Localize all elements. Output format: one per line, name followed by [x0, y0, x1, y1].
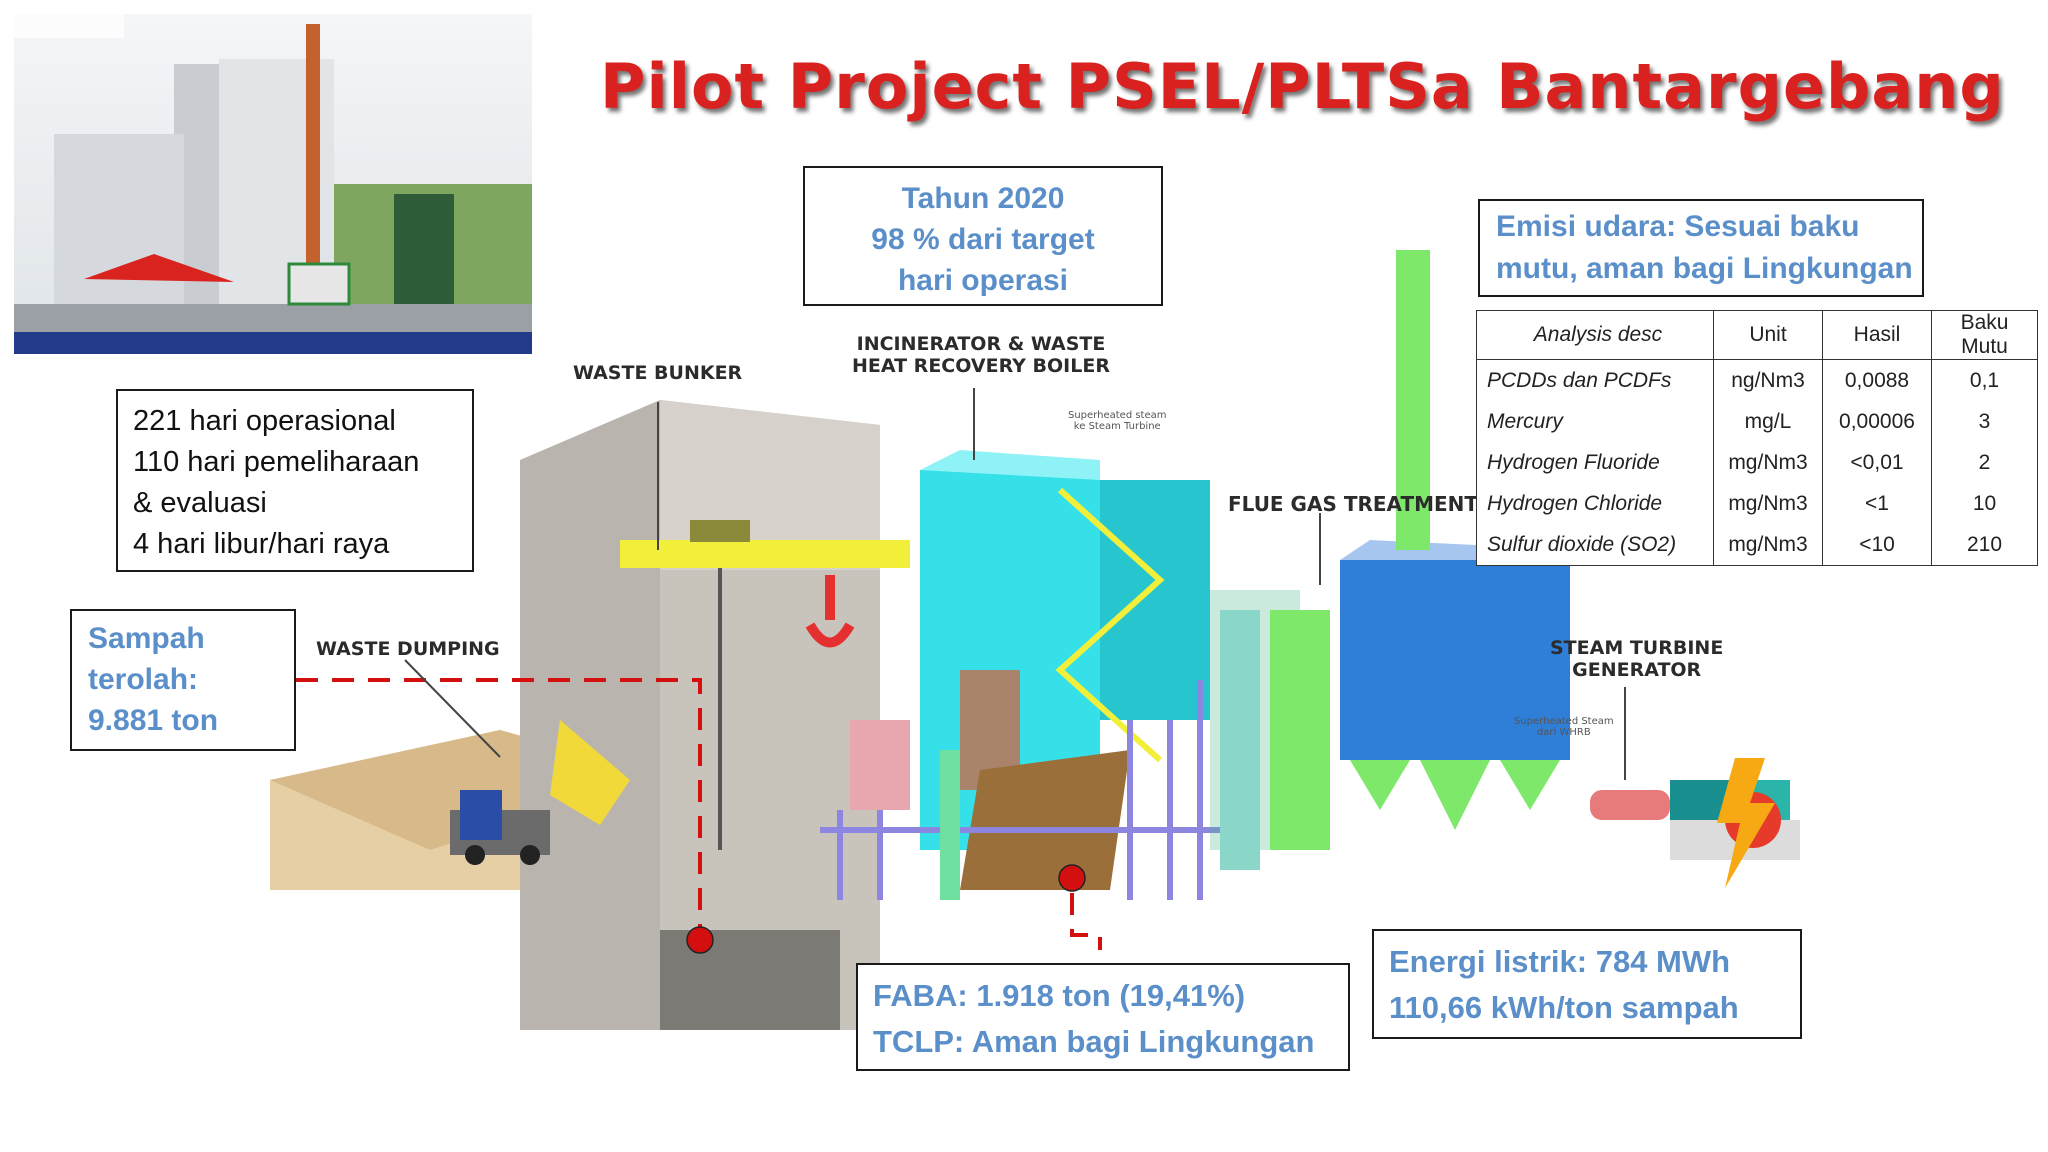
cell-baku-mutu: 10 — [1931, 483, 2038, 524]
table-row: Hydrogen Chloride mg/Nm3 <1 10 — [1476, 483, 2038, 524]
table-row: Hydrogen Fluoride mg/Nm3 <0,01 2 — [1476, 442, 2038, 483]
cell-unit: mg/Nm3 — [1713, 442, 1823, 483]
cell-unit: mg/L — [1713, 401, 1823, 442]
label-steam-turbine: STEAM TURBINE GENERATOR — [1550, 637, 1724, 681]
label-flue-gas: FLUE GAS TREATMENT — [1228, 492, 1479, 516]
label-superheated-steam-in: Superheated Steam dari WHRB — [1514, 716, 1614, 738]
operation-days-box: 221 hari operasional 110 hari pemelihara… — [116, 389, 474, 572]
emission-table: Analysis desc Unit Hasil Baku Mutu PCDDs… — [1476, 310, 2038, 566]
waste-marker — [686, 926, 714, 954]
label-waste-dumping: WASTE DUMPING — [316, 638, 500, 660]
flue-gas-tower — [1270, 610, 1330, 850]
table-row: Sulfur dioxide (SO2) mg/Nm3 <10 210 — [1476, 524, 2038, 566]
cell-hasil: <1 — [1822, 483, 1932, 524]
cell-unit: mg/Nm3 — [1713, 524, 1823, 566]
energy-box: Energi listrik: 784 MWh 110,66 kWh/ton s… — [1372, 929, 1802, 1039]
operation-year-box: Tahun 2020 98 % dari target hari operasi — [803, 166, 1163, 306]
cell-baku-mutu: 210 — [1931, 524, 2038, 566]
header-unit: Unit — [1713, 310, 1823, 360]
cell-analysis-desc: Sulfur dioxide (SO2) — [1476, 524, 1714, 566]
waste-processed-box: Sampah terolah: 9.881 ton — [70, 609, 296, 751]
waste-connector-line — [296, 678, 702, 938]
label-incinerator: INCINERATOR & WASTE HEAT RECOVERY BOILER — [852, 333, 1110, 377]
header-hasil: Hasil — [1822, 310, 1932, 360]
bunker-crane — [620, 540, 910, 568]
cell-baku-mutu: 3 — [1931, 401, 2038, 442]
grate-furnace — [960, 750, 1130, 890]
cell-baku-mutu: 0,1 — [1931, 359, 2038, 401]
table-row: Mercury mg/L 0,00006 3 — [1476, 401, 2038, 442]
cell-baku-mutu: 2 — [1931, 442, 2038, 483]
plant-photo — [14, 14, 532, 354]
header-analysis-desc: Analysis desc — [1476, 310, 1714, 360]
faba-marker — [1058, 864, 1086, 892]
emission-note-box: Emisi udara: Sesuai baku mutu, aman bagi… — [1478, 199, 1924, 297]
cell-hasil: <10 — [1822, 524, 1932, 566]
steam-turbine — [1590, 790, 1670, 820]
chimney-stack — [1396, 250, 1430, 550]
cell-analysis-desc: Mercury — [1476, 401, 1714, 442]
cell-analysis-desc: Hydrogen Fluoride — [1476, 442, 1714, 483]
cell-unit: ng/Nm3 — [1713, 359, 1823, 401]
cell-hasil: 0,00006 — [1822, 401, 1932, 442]
cell-analysis-desc: Hydrogen Chloride — [1476, 483, 1714, 524]
header-baku-mutu: Baku Mutu — [1931, 310, 2038, 360]
cell-analysis-desc: PCDDs dan PCDFs — [1476, 359, 1714, 401]
label-superheated-steam-out: Superheated steam ke Steam Turbine — [1068, 410, 1167, 432]
table-header-row: Analysis desc Unit Hasil Baku Mutu — [1476, 310, 2038, 360]
lightning-icon — [1717, 758, 1781, 888]
filter-house — [1340, 560, 1570, 760]
cell-hasil: <0,01 — [1822, 442, 1932, 483]
page-title: Pilot Project PSEL/PLTSa Bantargebang — [600, 50, 2005, 123]
cell-unit: mg/Nm3 — [1713, 483, 1823, 524]
faba-box: FABA: 1.918 ton (19,41%) TCLP: Aman bagi… — [856, 963, 1350, 1071]
faba-connector-line — [1070, 893, 1102, 950]
label-waste-bunker: WASTE BUNKER — [573, 362, 743, 384]
table-row: PCDDs dan PCDFs ng/Nm3 0,0088 0,1 — [1476, 359, 2038, 401]
cell-hasil: 0,0088 — [1822, 359, 1932, 401]
